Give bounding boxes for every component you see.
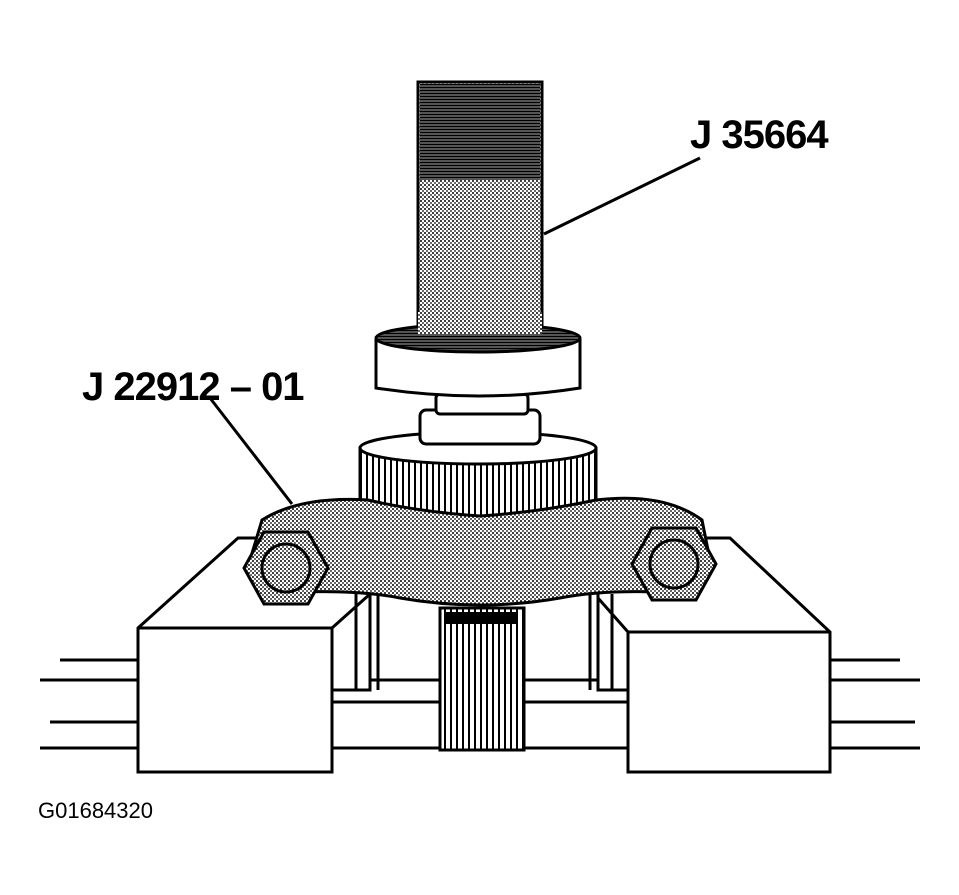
label-upper-tool: J 35664 [690,113,829,157]
driver-tube [374,80,582,398]
puller-bar [242,496,718,607]
figure-id: G01684320 [38,798,153,823]
lower-shaft [438,606,526,752]
leader-lines [208,156,701,505]
label-lower-tool: J 22912 – 01 [82,365,304,409]
collar [418,392,542,446]
